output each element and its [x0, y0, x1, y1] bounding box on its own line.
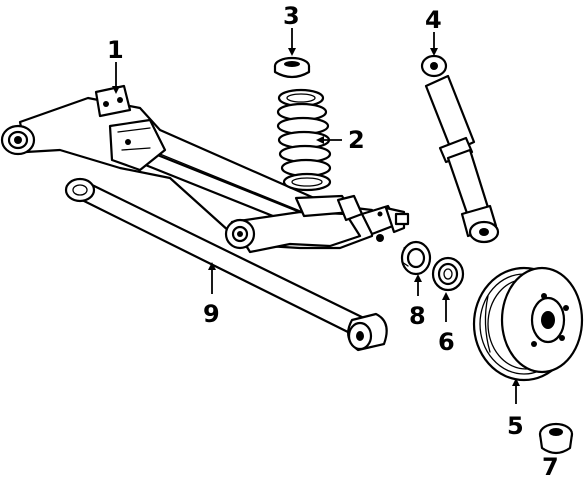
callout-3: 3 — [283, 2, 300, 30]
callout-2: 2 — [348, 126, 365, 154]
callout-1: 1 — [107, 36, 124, 64]
inner-bearing-part — [431, 256, 465, 292]
callout-4: 4 — [425, 6, 442, 34]
spring-insulator-part — [273, 56, 311, 79]
lateral-rod-part — [64, 177, 388, 352]
dust-cap-part — [538, 422, 574, 455]
callout-8: 8 — [409, 302, 426, 330]
callout-7: 7 — [542, 453, 559, 478]
coil-spring-part — [276, 88, 332, 192]
callout-leaders — [112, 28, 520, 404]
brake-drum-part — [472, 266, 584, 382]
callout-6: 6 — [438, 328, 455, 356]
callout-5: 5 — [507, 412, 524, 440]
outer-bearing-part — [400, 240, 432, 276]
axle-beam-part — [0, 84, 410, 254]
callout-9: 9 — [203, 300, 220, 328]
shock-absorber-part — [420, 54, 500, 244]
